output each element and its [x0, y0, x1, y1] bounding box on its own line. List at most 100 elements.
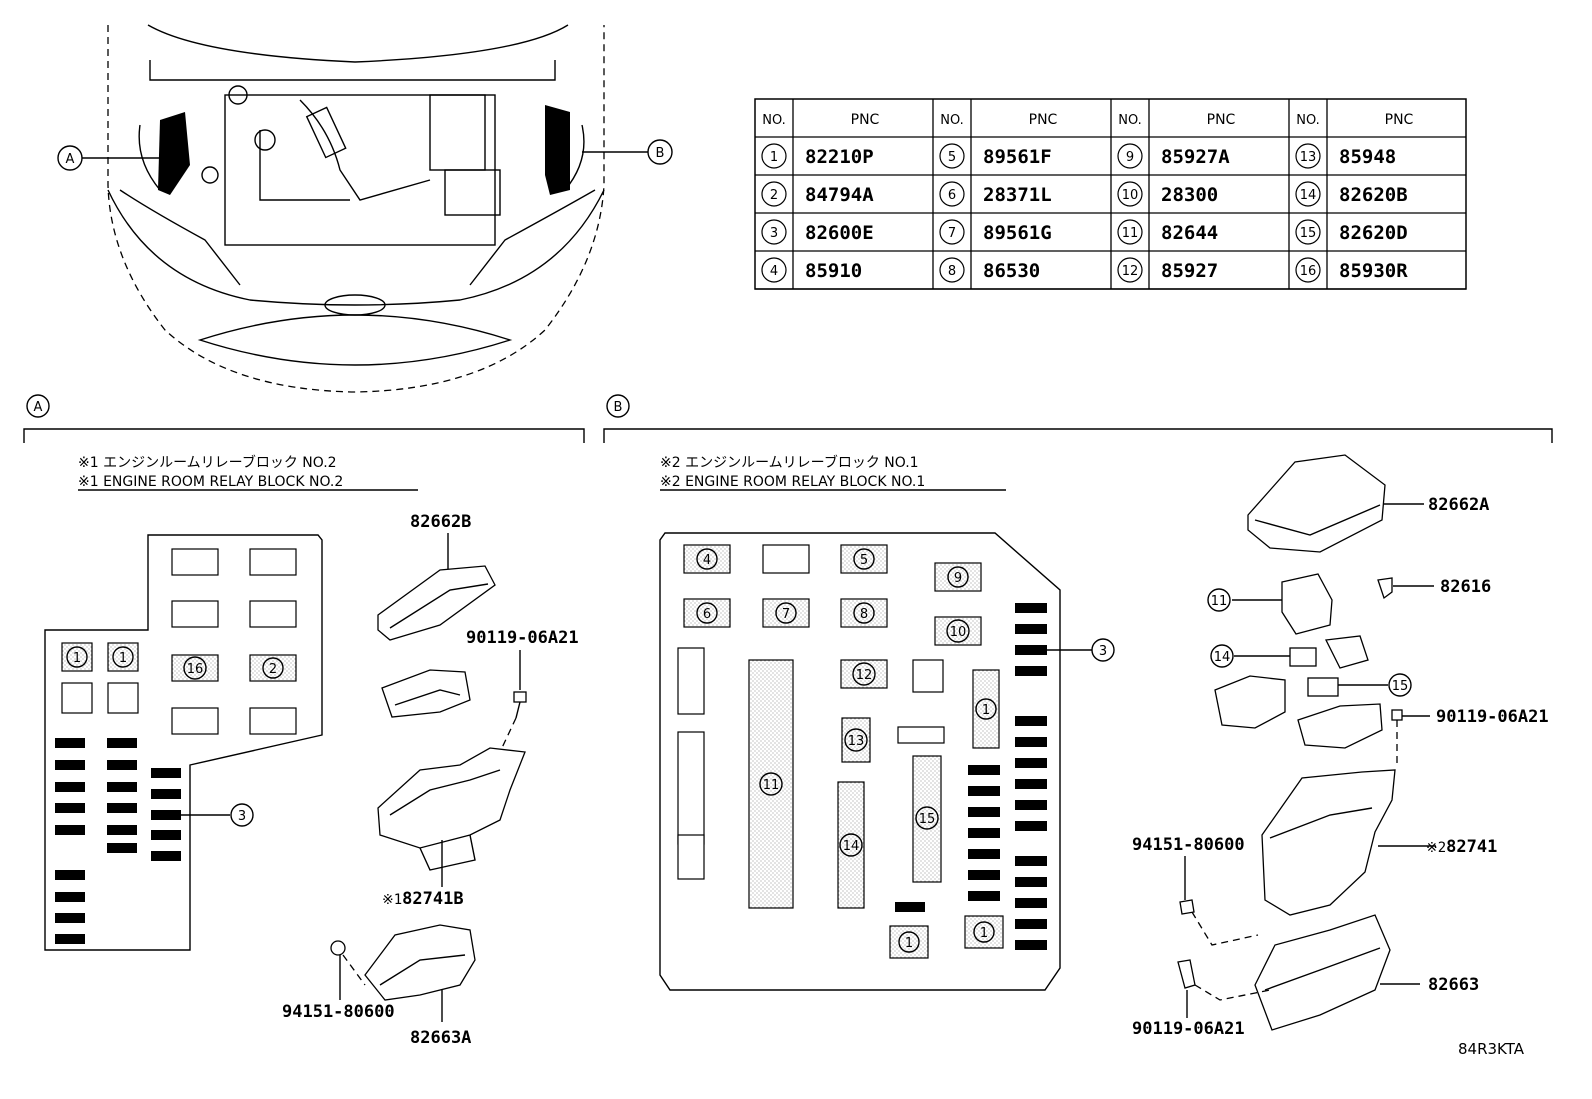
callout-circle: 6	[696, 602, 718, 624]
table-number-circle	[1295, 257, 1321, 283]
table-cell-pnc: 85927	[1161, 260, 1218, 282]
callout-circle: 11	[759, 772, 783, 796]
relay-block-82741	[1261, 769, 1396, 916]
table-header-pnc: PNC	[1029, 112, 1058, 128]
callout-circle: 1	[112, 646, 134, 668]
table-number-circle	[939, 219, 965, 245]
svg-text:1: 1	[73, 651, 81, 666]
svg-text:1: 1	[980, 926, 988, 941]
section-a-title-en: ※1 ENGINE ROOM RELAY BLOCK NO.2	[78, 474, 343, 490]
callout-circle: 7	[775, 602, 797, 624]
table-cell-no: 6	[948, 188, 956, 203]
svg-text:A: A	[66, 152, 75, 167]
svg-text:1: 1	[905, 936, 913, 951]
table-number-circle	[939, 143, 965, 169]
table-header-no: NO.	[940, 113, 964, 128]
lower-case-82663a	[364, 924, 476, 1001]
fuse-column-b1	[968, 765, 1000, 901]
table-header-no: NO.	[762, 113, 786, 128]
fuse-holder	[1214, 675, 1286, 729]
bracket-part	[381, 669, 471, 718]
table-number-circle	[1117, 181, 1143, 207]
callout-circle: 3	[1091, 638, 1115, 662]
table-header-pnc: PNC	[851, 112, 880, 128]
part-82662b-label: 82662B	[410, 512, 471, 532]
svg-text:1: 1	[119, 651, 127, 666]
fuse-column-a1	[55, 738, 85, 944]
fuse-column-a3	[151, 768, 181, 861]
svg-text:6: 6	[703, 607, 711, 622]
callout-14-b: 14	[1214, 650, 1231, 665]
table-cell-no: 3	[770, 226, 778, 241]
table-header-pnc: PNC	[1207, 112, 1236, 128]
table-cell-no: 16	[1300, 264, 1317, 279]
svg-text:2: 2	[269, 662, 277, 677]
part-90119-label-b: 90119-06A21	[1436, 707, 1549, 727]
table-cell-no: 1	[770, 150, 778, 165]
svg-text:16: 16	[187, 662, 204, 677]
table-cell-no: 8	[948, 264, 956, 279]
table-cell-pnc: 85948	[1339, 146, 1396, 168]
relay-15	[1307, 677, 1339, 697]
table-number-circle	[761, 143, 787, 169]
section-b-title-jp: ※2 エンジンルームリレーブロック NO.1	[660, 454, 919, 471]
callout-circle: 15	[915, 806, 939, 830]
table-cell-pnc: 82620D	[1339, 222, 1408, 244]
table-cell-pnc: 85927A	[1161, 146, 1230, 168]
callout-15-b: 15	[1392, 679, 1409, 694]
table-number-circle	[939, 257, 965, 283]
cover-82662b	[377, 565, 496, 641]
callout-circle: 2	[262, 657, 284, 679]
callout-circle: 16	[183, 656, 207, 680]
lower-case-82663	[1254, 914, 1391, 1031]
fuse-column-b2	[1015, 603, 1047, 950]
callout-circle: 1	[975, 698, 997, 720]
svg-text:3: 3	[1099, 644, 1107, 659]
table-header-no: NO.	[1118, 113, 1142, 128]
table-cell-no: 4	[770, 264, 778, 279]
part-94151-label-a: 94151-80600	[282, 1002, 395, 1022]
svg-text:B: B	[656, 146, 665, 161]
callout-circle: 1	[973, 921, 995, 943]
part-82663a-label: 82663A	[410, 1028, 471, 1048]
svg-text:3: 3	[238, 809, 246, 824]
svg-text:5: 5	[860, 553, 868, 568]
cover-82662a	[1247, 454, 1386, 553]
callout-circle: 8	[853, 602, 875, 624]
table-number-circle	[1295, 181, 1321, 207]
callout-circle: 9	[947, 566, 969, 588]
callout-circle: 3	[230, 803, 254, 827]
figure-code: 84R3KTA	[1458, 1040, 1525, 1058]
section-a-title-jp: ※1 エンジンルームリレーブロック NO.2	[78, 454, 337, 471]
svg-text:10: 10	[950, 625, 967, 640]
table-number-circle	[761, 257, 787, 283]
table-cell-pnc: 89561F	[983, 146, 1052, 168]
table-cell-no: 7	[948, 226, 956, 241]
table-number-circle	[1295, 143, 1321, 169]
callout-circle: 13	[844, 728, 868, 752]
svg-text:13: 13	[848, 734, 865, 749]
table-cell-no: 5	[948, 150, 956, 165]
part-94151-label-b: 94151-80600	[1132, 835, 1245, 855]
svg-text:14: 14	[843, 839, 860, 854]
relay-block-82741b	[377, 747, 526, 849]
table-cell-no: 9	[1126, 150, 1134, 165]
relay-14	[1289, 647, 1317, 667]
table-cell-no: 15	[1300, 226, 1317, 241]
callout-circle: 1	[898, 931, 920, 953]
section-a-marker: A	[34, 400, 43, 415]
table-cell-no: 2	[770, 188, 778, 203]
table-number-circle	[1117, 143, 1143, 169]
clip-82616	[1377, 577, 1393, 600]
svg-text:9: 9	[954, 571, 962, 586]
relay-holder	[1297, 703, 1383, 749]
table-cell-pnc: 82620B	[1339, 184, 1408, 206]
part-82741b-label: ※182741B	[382, 889, 464, 909]
section-b-title-en: ※2 ENGINE ROOM RELAY BLOCK NO.1	[660, 474, 925, 490]
table-number-circle	[1117, 219, 1143, 245]
fuse-column-a2	[107, 738, 137, 853]
part-90119-label-a: 90119-06A21	[466, 628, 579, 648]
table-header-pnc: PNC	[1385, 112, 1414, 128]
callout-circle: 5	[853, 548, 875, 570]
svg-text:15: 15	[919, 812, 936, 827]
